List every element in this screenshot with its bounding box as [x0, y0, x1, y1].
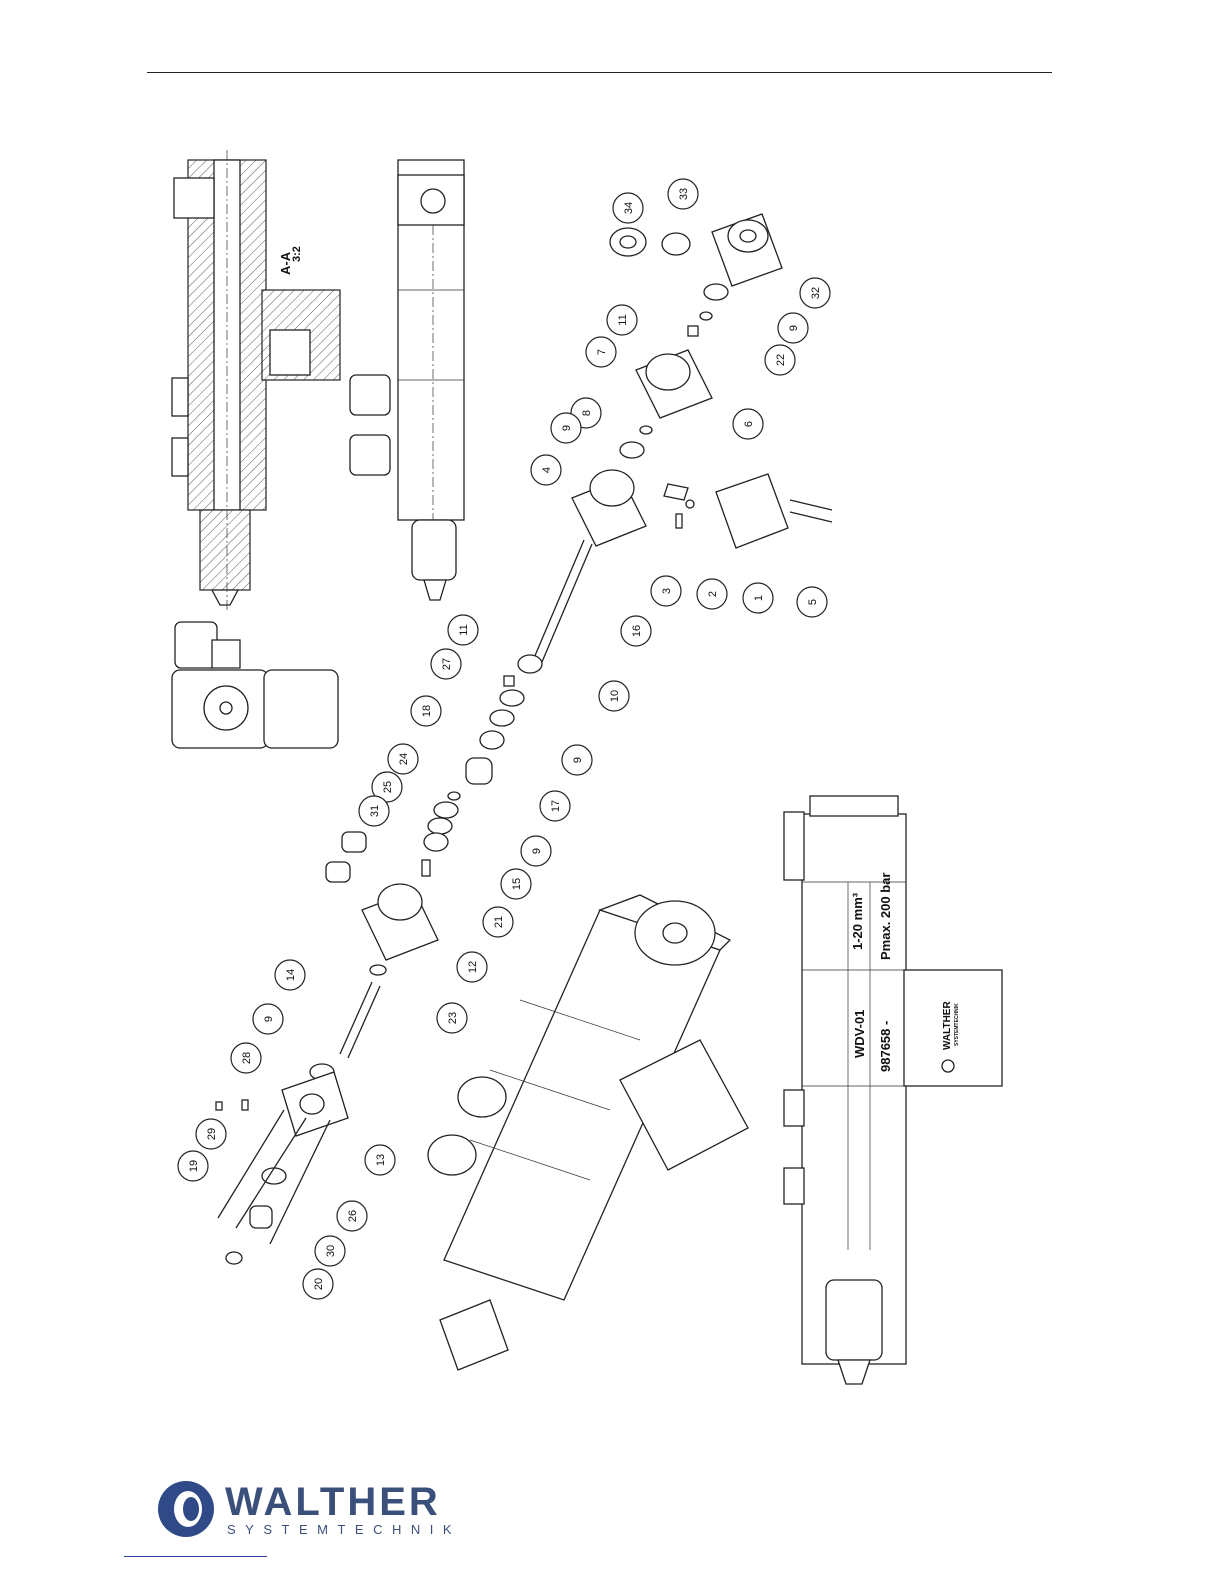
- front-view: [784, 796, 1002, 1384]
- callout-number: 12: [467, 961, 479, 973]
- callout-14: 14: [275, 960, 305, 990]
- callout-number: 23: [447, 1012, 459, 1024]
- walther-logo: WALTHER SYSTEMTECHNIK: [155, 1478, 475, 1540]
- logo-word: WALTHER: [225, 1480, 441, 1525]
- callout-10: 10: [599, 681, 629, 711]
- plate-brand: WALTHER: [942, 1001, 953, 1050]
- walther-swirl-icon: [155, 1478, 217, 1540]
- callout-number: 5: [807, 599, 819, 605]
- callout-21: 21: [483, 907, 513, 937]
- callout-number: 30: [325, 1245, 337, 1257]
- callout-number: 24: [398, 753, 410, 765]
- callout-number: 4: [541, 467, 553, 473]
- callout-number: 9: [561, 425, 573, 431]
- footer-link-underline: [124, 1556, 267, 1557]
- callout-6: 6: [733, 409, 763, 439]
- callout-9c: 9: [562, 745, 592, 775]
- callout-15: 15: [501, 869, 531, 899]
- logo-subtitle: SYSTEMTECHNIK: [227, 1522, 461, 1537]
- callout-11b: 11: [448, 615, 478, 645]
- callout-number: 10: [609, 690, 621, 702]
- callout-number: 1: [753, 595, 765, 601]
- callout-9b: 9: [551, 413, 581, 443]
- callout-number: 8: [581, 410, 593, 416]
- callout-29: 29: [196, 1119, 226, 1149]
- callout-number: 9: [531, 848, 543, 854]
- callout-34: 34: [613, 193, 643, 223]
- callout-number: 2: [707, 591, 719, 597]
- plate-volume: 1-20 mm³: [850, 892, 865, 950]
- callout-number: 31: [369, 805, 381, 817]
- callout-number: 9: [263, 1016, 275, 1022]
- callout-number: 21: [493, 916, 505, 928]
- callout-number: 13: [375, 1154, 387, 1166]
- callout-7: 7: [586, 337, 616, 367]
- callout-number: 26: [347, 1210, 359, 1222]
- plate-serial: 987658 -: [878, 1021, 893, 1072]
- callout-4: 4: [531, 455, 561, 485]
- plate-pmax: Pmax. 200 bar: [878, 873, 893, 960]
- callout-12: 12: [457, 952, 487, 982]
- callout-number: 15: [511, 878, 523, 890]
- callout-number: 18: [421, 705, 433, 717]
- callout-number: 11: [617, 314, 629, 325]
- callout-number: 17: [550, 800, 562, 812]
- callout-30: 30: [315, 1236, 345, 1266]
- callout-28: 28: [231, 1043, 261, 1073]
- callout-number: 11: [458, 624, 470, 635]
- callout-16: 16: [621, 616, 651, 646]
- callout-number: 34: [623, 202, 635, 214]
- callout-number: 14: [285, 969, 297, 981]
- callout-9a: 9: [778, 313, 808, 343]
- callout-26: 26: [337, 1201, 367, 1231]
- callout-number: 9: [788, 325, 800, 331]
- callout-number: 7: [596, 349, 608, 355]
- callout-18: 18: [411, 696, 441, 726]
- callout-17: 17: [540, 791, 570, 821]
- callout-31: 31: [359, 796, 389, 826]
- callout-number: 27: [441, 658, 453, 670]
- callout-20: 20: [303, 1269, 333, 1299]
- callout-number: 33: [678, 188, 690, 200]
- callout-number: 19: [188, 1160, 200, 1172]
- callout-3: 3: [651, 576, 681, 606]
- callout-number: 20: [313, 1278, 325, 1290]
- callout-number: 28: [241, 1052, 253, 1064]
- callout-2: 2: [697, 579, 727, 609]
- callout-13: 13: [365, 1145, 395, 1175]
- callout-5: 5: [797, 587, 827, 617]
- callout-number: 32: [810, 287, 822, 299]
- callout-number: 3: [661, 588, 673, 594]
- callout-22: 22: [765, 345, 795, 375]
- callout-number: 16: [631, 625, 643, 637]
- callout-number: 25: [382, 781, 394, 793]
- callout-23: 23: [437, 1003, 467, 1033]
- end-view: [172, 622, 338, 748]
- callout-32: 32: [800, 278, 830, 308]
- section-scale: 3:2: [291, 246, 303, 262]
- callout-number: 22: [775, 354, 787, 366]
- callout-19: 19: [178, 1151, 208, 1181]
- callout-number: 9: [572, 757, 584, 763]
- side-view: [350, 160, 464, 600]
- callout-9e: 9: [253, 1004, 283, 1034]
- callout-number: 6: [743, 421, 755, 427]
- section-view: A-A 3:2: [172, 150, 340, 610]
- plate-model: WDV-01: [852, 1010, 867, 1058]
- callout-number: 29: [206, 1128, 218, 1140]
- callout-1: 1: [743, 583, 773, 613]
- callout-33: 33: [668, 179, 698, 209]
- plate-brand-sub: SYSTEMTECHNIK: [954, 1003, 960, 1046]
- callout-11a: 11: [607, 305, 637, 335]
- callout-9d: 9: [521, 836, 551, 866]
- callout-24: 24: [388, 744, 418, 774]
- callout-27: 27: [431, 649, 461, 679]
